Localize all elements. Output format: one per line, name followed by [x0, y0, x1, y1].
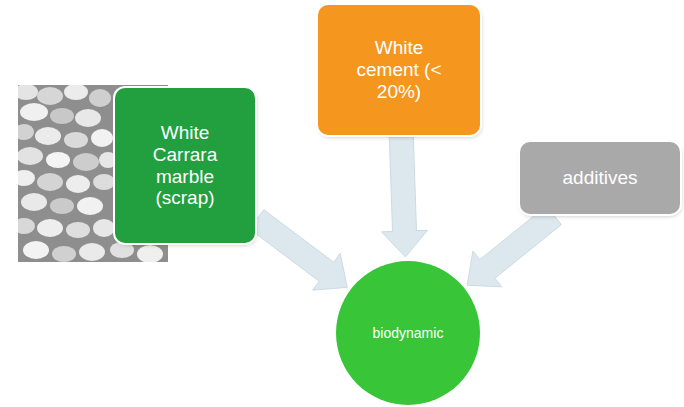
material-box: additives — [520, 142, 680, 214]
text-holder: White cement (< 20%) — [349, 37, 449, 103]
material-box: White cement (< 20%) — [318, 5, 480, 135]
node-label: biodynamic — [373, 325, 444, 341]
product-circle: biodynamic — [335, 260, 481, 406]
block-arrow — [382, 137, 428, 257]
text-holder: additives — [563, 167, 638, 189]
node-label: White cement (< 20%) — [349, 37, 449, 103]
text-holder: White Carrara marble (scrap) — [135, 122, 235, 209]
node-label: additives — [563, 167, 638, 189]
node-label: White Carrara marble (scrap) — [135, 122, 235, 209]
material-box: White Carrara marble (scrap) — [115, 88, 255, 243]
block-arrow — [249, 210, 347, 290]
text-holder: biodynamic — [373, 325, 444, 341]
block-arrow — [467, 206, 561, 287]
circle-fill — [336, 261, 480, 405]
